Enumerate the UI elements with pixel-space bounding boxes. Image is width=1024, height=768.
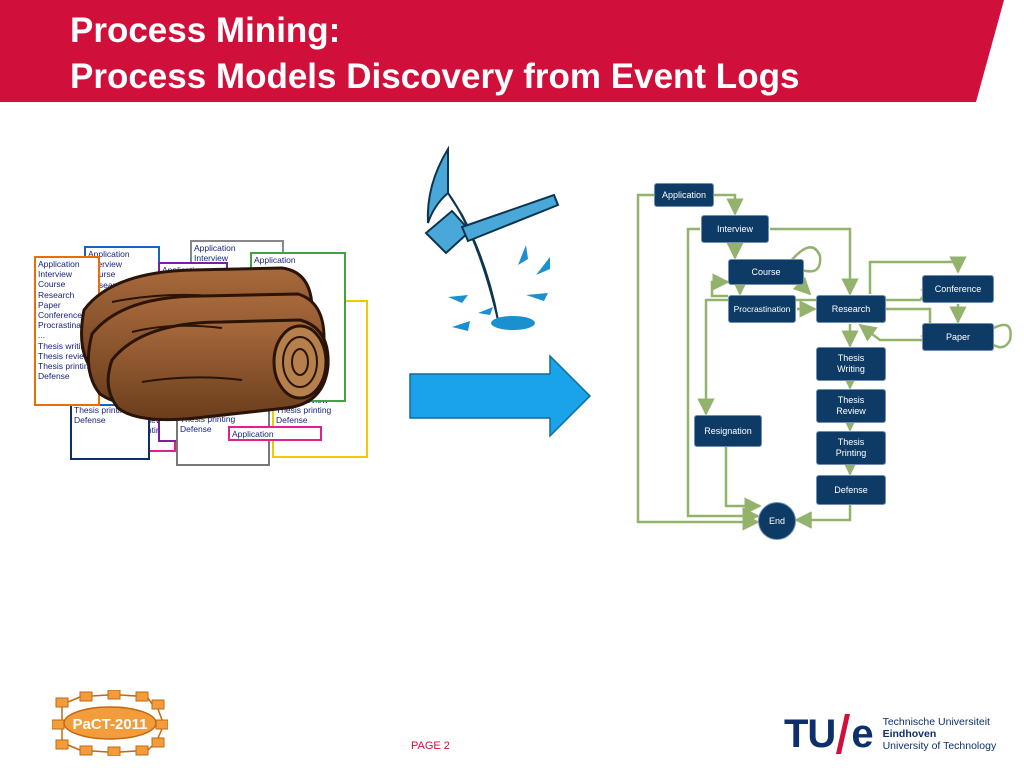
event-log-line: Interview [88,259,123,270]
node-interview: Interview [701,215,769,243]
event-log-line: Defense [38,371,70,382]
node-paper: Paper [922,323,994,351]
node-conference: Conference [922,275,994,303]
pickaxe-icon [424,145,560,331]
edge-paper-self [989,323,1012,349]
edge-procrastination-self [710,273,730,298]
event-log-line: Procrastination [38,320,95,331]
node-procrastination: Procrastination [728,295,796,323]
node-course: Course [728,259,804,285]
tue-name-line-2: Eindhoven [882,728,937,740]
tue-mark: TU e [784,711,874,756]
event-log-line: Thesis printing [276,405,332,416]
event-log-line: Thesis printing [74,405,130,416]
edge-application-end [636,193,760,531]
pact-2011-logo: PaCT-2011 [52,690,168,756]
node-defense: Defense [816,475,886,505]
event-log-line: Research [88,279,125,290]
edge-interview-research [770,227,859,296]
event-log-line: Application [88,249,130,259]
edge-course-research [792,276,812,296]
edge-defense-end [794,505,852,529]
page-title: Process Mining: Process Models Discovery… [70,8,799,100]
edge-resignation-end [724,446,762,515]
node-end: End [758,502,796,540]
right-arrow-icon [409,354,592,438]
event-log-line: Course [88,269,116,280]
title-banner [0,0,1004,102]
logs-icon [80,266,330,422]
event-log-line: Thesis printing [38,361,94,372]
pact-logo-text: PaCT-2011 [72,716,147,733]
event-log-line: Thesis printing [180,414,236,425]
node-thesis-review: Thesis Review [816,389,886,423]
node-thesis-printing: Thesis Printing [816,431,886,465]
event-log-line: Application [232,429,274,439]
title-line-2: Process Models Discovery from Event Logs [70,57,800,96]
tue-slash-icon [836,714,851,754]
page-number: PAGE 2 [411,740,450,752]
edge-application-interview [713,193,744,216]
tue-name: Technische Universiteit Eindhoven Univer… [883,716,997,752]
event-log-line: Defense [180,424,212,435]
event-log-line: Conference [38,310,82,321]
event-log-line: Application [194,243,236,253]
event-log-line: Interview [38,269,73,280]
edge-course-self [789,246,822,273]
event-log-line: Paper [38,299,61,310]
node-research: Research [816,295,886,323]
event-log-line: Thesis review [38,350,90,361]
tue-name-line-1: Technische Universiteit [882,716,990,728]
event-log-line: Research [38,289,75,300]
event-log-line: Application [38,259,80,269]
node-thesis-writing: Thesis Writing [816,347,886,381]
event-log-line: Thesis writing [38,340,90,351]
event-log-line: Defense [74,415,106,426]
edge-interview-end [686,227,760,525]
tue-name-line-3: University of Technology [882,740,997,752]
node-resignation: Resignation [694,415,762,447]
node-application: Application [654,183,714,207]
event-log-line: Defense [276,415,308,426]
title-line-1: Process Mining: [70,11,341,50]
event-log-line: Application [254,255,296,265]
event-log-line: Interview [194,253,229,264]
edge-research-conference-top [868,256,967,294]
tue-logo: TU e Technische Universiteit Eindhoven U… [784,712,996,756]
event-log-line: Course [38,279,66,290]
edge-paper-research [858,323,922,342]
event-log-card: Application [228,426,322,441]
event-log-line: ... [38,330,46,341]
